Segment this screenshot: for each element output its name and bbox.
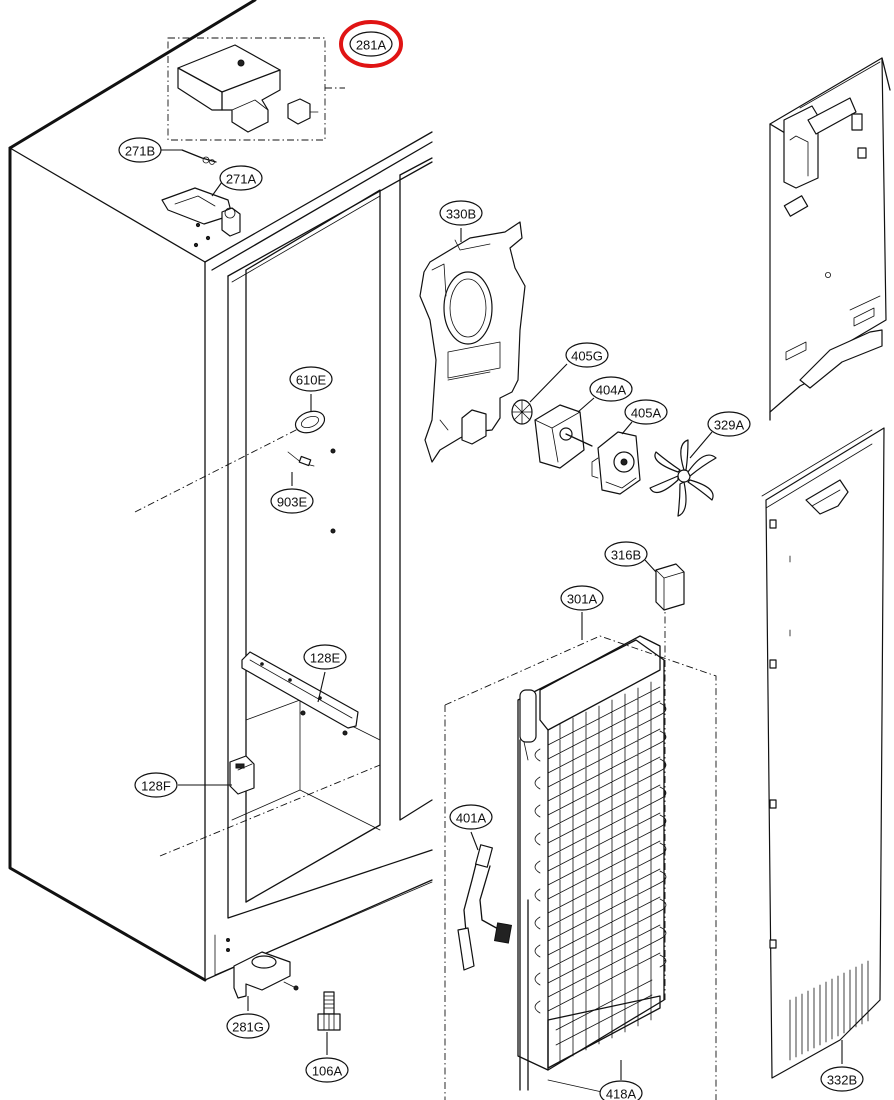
part-332b-rear-panel[interactable] (761, 427, 885, 1079)
part-610e-grommet[interactable] (292, 407, 327, 436)
leader-line (577, 397, 595, 413)
callout-281g[interactable]: 281G (226, 996, 270, 1039)
callout-610e[interactable]: 610E (289, 366, 333, 412)
callout-405a[interactable]: 405A (621, 399, 668, 435)
callout-label: 418A (606, 1087, 637, 1100)
callout-404a[interactable]: 404A (577, 376, 633, 413)
callout-oval (289, 366, 333, 392)
callout-oval (707, 411, 751, 437)
callout-label: 128F (141, 779, 171, 794)
callout-401a[interactable]: 401A (449, 804, 493, 851)
callout-330b[interactable]: 330B (439, 200, 483, 242)
leader-line (644, 559, 657, 573)
part-106a-leveling-leg[interactable] (317, 991, 341, 1031)
leader-line (529, 363, 568, 403)
part-329a-fan-blade[interactable] (649, 439, 717, 517)
callout-label: 281A (356, 38, 387, 53)
callout-271a[interactable]: 271A (211, 165, 263, 197)
leader-line (621, 421, 633, 435)
part-281g-bottom-hinge[interactable] (233, 951, 299, 999)
leader-line (211, 181, 223, 197)
callout-329a[interactable]: 329A (689, 411, 751, 459)
callout-label: 903E (277, 495, 308, 510)
callout-label: 404A (596, 383, 627, 398)
callout-label: 128E (310, 651, 341, 666)
callout-oval (449, 804, 493, 830)
leader-line (470, 831, 479, 851)
part-404a-motor-bracket[interactable] (534, 404, 593, 469)
part-405g-shaft-fan[interactable] (511, 399, 533, 425)
callout-oval (820, 1066, 864, 1092)
callout-oval (624, 399, 668, 425)
callout-106a[interactable]: 106A (305, 1032, 349, 1083)
callout-oval (219, 165, 263, 191)
callout-oval (439, 200, 483, 226)
callout-label: 281G (232, 1020, 264, 1035)
callout-label: 301A (567, 592, 598, 607)
callout-label: 405A (631, 406, 662, 421)
callout-128e[interactable]: 128E (303, 644, 347, 703)
callout-label: 610E (296, 373, 327, 388)
callout-oval (565, 342, 609, 368)
callout-405g[interactable]: 405G (529, 342, 609, 403)
callout-oval (599, 1080, 643, 1100)
callout-oval (226, 1013, 270, 1039)
part-301a-evaporator[interactable] (517, 635, 667, 1097)
callout-301a[interactable]: 301A (560, 585, 604, 640)
callout-128f[interactable]: 128F (134, 772, 232, 798)
callout-oval (589, 376, 633, 402)
callout-label: 106A (312, 1064, 343, 1079)
callout-332b[interactable]: 332B (820, 1040, 864, 1092)
callout-oval (303, 644, 347, 670)
callout-oval (349, 31, 393, 57)
callout-281a[interactable]: 281A (339, 20, 403, 68)
part-405a-fan-motor[interactable] (591, 431, 641, 495)
highlight-circle (339, 20, 403, 68)
part-401a-defrost-sensor[interactable] (457, 844, 513, 971)
callout-label: 330B (446, 207, 476, 222)
callout-316b[interactable]: 316B (604, 541, 657, 573)
callout-oval (604, 541, 648, 567)
callout-oval (134, 772, 178, 798)
part-330b-fan-housing[interactable] (419, 221, 526, 463)
part-rear-duct-panel[interactable] (769, 57, 891, 421)
refrigerator-cabinet (8, 0, 433, 982)
callout-271b[interactable]: 271B (118, 137, 182, 163)
callout-label: 332B (827, 1073, 857, 1088)
callout-label: 271A (226, 172, 257, 187)
part-903e-wire-connector[interactable] (287, 451, 315, 467)
leader-line (317, 671, 326, 703)
callout-oval (270, 488, 314, 514)
part-128f-bracket[interactable] (229, 755, 255, 795)
part-128e-rail[interactable] (241, 651, 359, 729)
callout-label: 405G (571, 349, 603, 364)
part-271a-top-hinge[interactable] (161, 187, 241, 237)
callout-label: 271B (125, 144, 155, 159)
callout-oval (560, 585, 604, 611)
part-316b-insulation-pad[interactable] (655, 563, 685, 611)
callout-label: 316B (611, 548, 641, 563)
part-281a-cover[interactable] (177, 44, 319, 133)
part-271b-hinge-pin[interactable] (181, 149, 217, 165)
callout-oval (305, 1057, 349, 1083)
leader-line (689, 431, 713, 459)
part-callouts: 281A 271B 271A 330B 405G 404A 405A 329A 610E 903E… (118, 20, 864, 1100)
callout-label: 401A (456, 811, 487, 826)
callout-label: 329A (714, 418, 745, 433)
callout-oval (118, 137, 162, 163)
callout-903e[interactable]: 903E (270, 472, 314, 514)
callout-418a[interactable]: 418A (599, 1060, 643, 1100)
explode-lines (134, 37, 717, 1100)
